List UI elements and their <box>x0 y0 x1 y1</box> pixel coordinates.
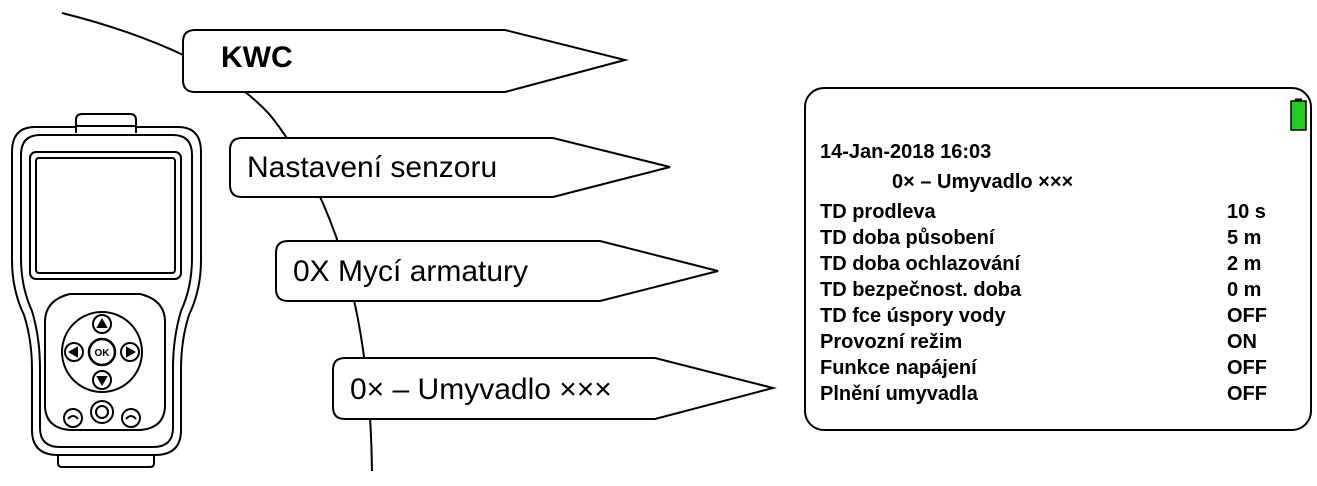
setting-row: Plnění umyvadla OFF <box>820 383 1308 409</box>
setting-label: Funkce napájení <box>820 357 977 379</box>
setting-label: TD prodleva <box>820 201 936 223</box>
display-settings-list: TD prodleva 10 s TD doba působení 5 m TD… <box>820 201 1308 409</box>
menu-flag-sensor <box>229 137 671 198</box>
setting-row: Provozní režim ON <box>820 331 1308 357</box>
setting-value: OFF <box>1227 357 1267 379</box>
display-title: 0× – Umyvadlo ××× <box>892 171 1074 193</box>
setting-value: OFF <box>1227 305 1267 327</box>
ok-button-label: OK <box>95 348 111 359</box>
setting-value: OFF <box>1227 383 1267 405</box>
menu-level-4-label: 0× – Umyvadlo ××× <box>350 373 612 406</box>
device-clip <box>75 113 137 133</box>
setting-label: Plnění umyvadla <box>820 383 978 405</box>
setting-label: TD bezpečnost. doba <box>820 279 1022 301</box>
dpad-ring <box>61 311 143 393</box>
device-inner-outline <box>20 134 193 448</box>
setting-row: TD fce úspory vody OFF <box>820 305 1308 331</box>
menu-level-1-label: KWC <box>221 41 293 74</box>
setting-value: 2 m <box>1227 253 1262 275</box>
setting-label: TD doba ochlazování <box>820 253 1021 275</box>
menu-arc <box>61 12 373 472</box>
setting-value: ON <box>1227 331 1257 353</box>
power-button <box>90 400 114 424</box>
setting-label: TD fce úspory vody <box>820 305 1006 327</box>
device-keypad <box>44 293 166 431</box>
menu-flag-mixer <box>275 240 719 302</box>
setting-value: 10 s <box>1227 201 1266 223</box>
display-datetime: 14-Jan-2018 16:03 <box>820 141 992 163</box>
setting-value: 5 m <box>1227 227 1262 249</box>
ok-button <box>87 337 117 367</box>
setting-label: TD doba působení <box>820 227 995 249</box>
device-display-panel: 14-Jan-2018 16:03 0× – Umyvadlo ××× TD p… <box>804 87 1312 431</box>
setting-row: TD doba působení 5 m <box>820 227 1308 253</box>
setting-row: TD doba ochlazování 2 m <box>820 253 1308 279</box>
setting-row: Funkce napájení OFF <box>820 357 1308 383</box>
menu-level-3-label: 0X Mycí armatury <box>293 255 529 288</box>
menu-flag-kwc <box>182 29 629 93</box>
menu-flag-basin <box>332 357 777 420</box>
soft-left-button <box>63 408 83 428</box>
setting-value: 0 m <box>1227 279 1262 301</box>
soft-right-button <box>121 408 141 428</box>
setting-row: TD bezpečnost. doba 0 m <box>820 279 1308 305</box>
menu-level-2-label: Nastavení senzoru <box>247 151 498 184</box>
setting-row: TD prodleva 10 s <box>820 201 1308 227</box>
battery-icon <box>1290 98 1307 131</box>
handheld-device <box>11 113 202 468</box>
setting-label: Provozní režim <box>820 331 963 353</box>
device-screen <box>29 151 182 280</box>
